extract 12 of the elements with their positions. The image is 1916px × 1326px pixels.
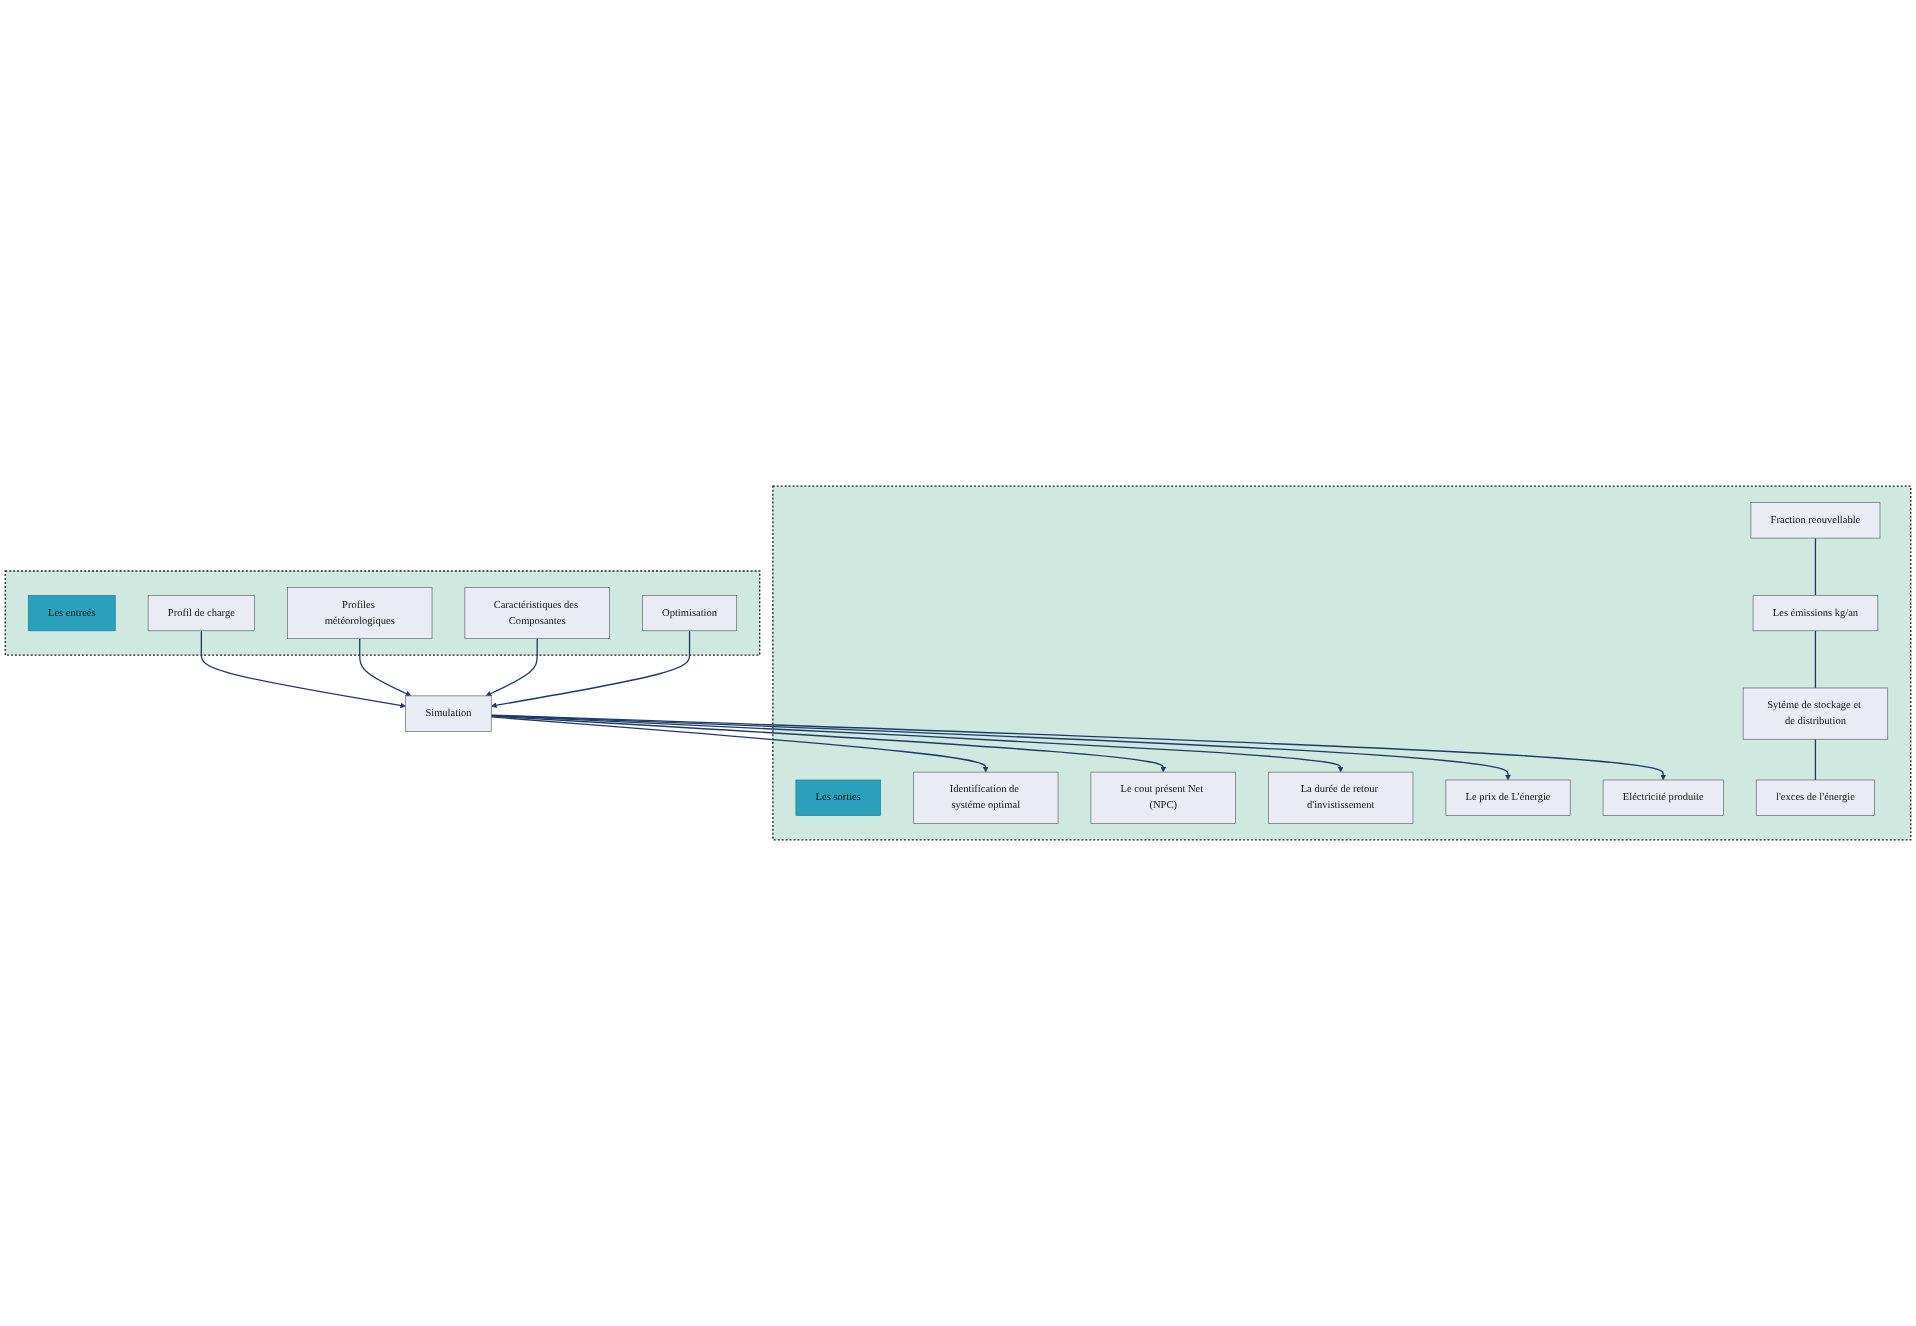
arrow	[200, 630, 406, 709]
arrow	[485, 638, 538, 697]
arrow	[491, 630, 691, 709]
cluster	[4, 570, 761, 656]
connector	[1814, 738, 1817, 781]
cluster	[772, 485, 1912, 841]
arrow	[490, 714, 1344, 773]
arrow	[490, 715, 1167, 773]
arrow	[490, 716, 989, 773]
connector	[1814, 537, 1817, 596]
arrow	[359, 638, 412, 697]
connector	[1814, 630, 1817, 689]
